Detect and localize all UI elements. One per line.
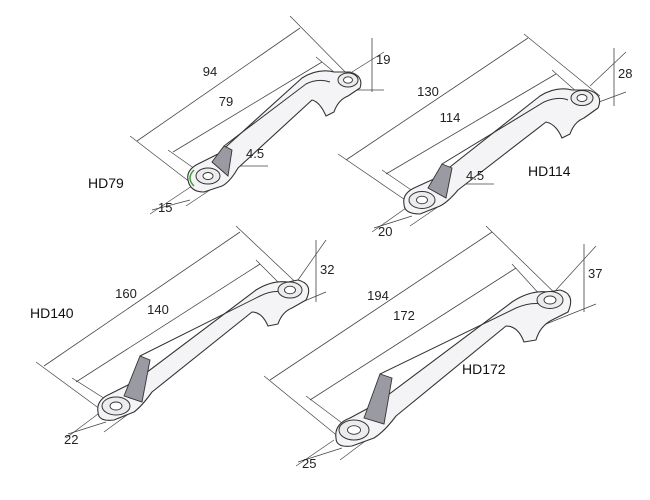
label-base-width-hd140: 22 (64, 432, 78, 447)
model-label-hd114: HD114 (528, 163, 571, 179)
label-hole-spacing-hd140: 140 (147, 302, 169, 317)
dimension-lines-hd172 (263, 225, 597, 467)
label-overall-length-hd79: 94 (203, 64, 217, 79)
label-height-hd140: 32 (320, 262, 334, 277)
model-label-hd172: HD172 (462, 361, 506, 377)
label-base-width-hd172: 25 (302, 456, 316, 471)
handle-hd79: 94 79 19 15 4.5 HD79 (88, 15, 390, 215)
label-overall-length-hd114: 130 (417, 84, 439, 99)
label-hole-diameter-hd114: 4.5 (466, 168, 484, 183)
label-height-hd172: 37 (588, 266, 602, 281)
label-height-hd114: 28 (618, 66, 632, 81)
label-hole-diameter-hd79: 4.5 (246, 146, 264, 161)
handle-hd140: 160 140 32 22 HD140 (30, 225, 334, 447)
handle-body-hd114 (403, 88, 601, 215)
label-base-width-hd114: 20 (378, 224, 392, 239)
label-overall-length-hd140: 160 (115, 286, 137, 301)
model-label-hd79: HD79 (88, 175, 124, 191)
handle-hd172: 194 172 37 25 HD172 (263, 225, 602, 471)
handle-hd114: 130 114 28 20 4.5 HD114 (337, 33, 632, 239)
dimension-lines-hd79 (129, 15, 385, 215)
label-overall-length-hd172: 194 (367, 288, 389, 303)
dimension-lines-hd140 (35, 225, 327, 439)
model-label-hd140: HD140 (30, 305, 74, 321)
label-hole-spacing-hd172: 172 (393, 308, 415, 323)
handle-body-hd79 (187, 70, 362, 193)
highlight-ring-hd79 (189, 169, 195, 187)
label-base-width-hd79: 15 (158, 200, 172, 215)
label-hole-spacing-hd114: 114 (440, 110, 461, 125)
handle-body-hd172 (335, 289, 572, 447)
label-hole-spacing-hd79: 79 (219, 94, 233, 109)
label-height-hd79: 19 (376, 52, 390, 67)
handle-body-hd140 (97, 279, 310, 421)
